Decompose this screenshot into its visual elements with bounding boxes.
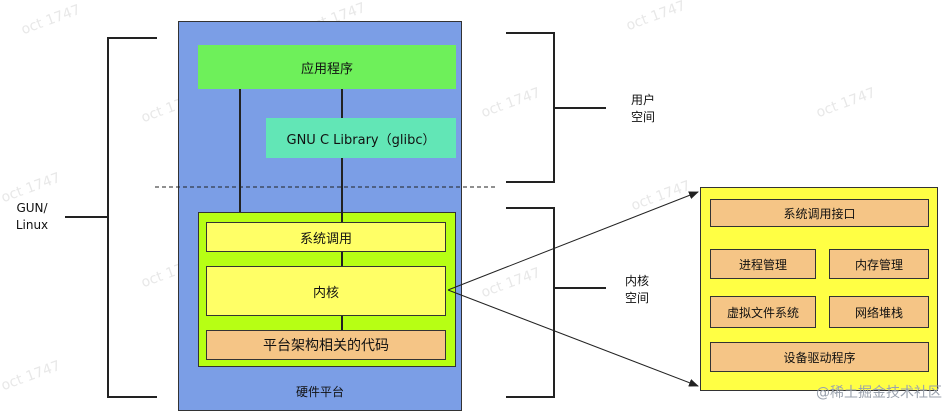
application-box: 应用程序 xyxy=(198,45,456,89)
detail-device-drivers: 设备驱动程序 xyxy=(710,342,929,372)
kernel-box: 内核 xyxy=(206,266,446,316)
user-space-label: 用户 空间 xyxy=(618,92,668,126)
arch-code-box: 平台架构相关的代码 xyxy=(206,330,446,360)
syscall-box: 系统调用 xyxy=(206,222,446,252)
brand-watermark: @稀土掘金技术社区 xyxy=(816,385,942,401)
kernel-space-label: 内核 空间 xyxy=(612,273,662,307)
detail-syscall-interface: 系统调用接口 xyxy=(710,199,929,227)
detail-virtual-file-system: 虚拟文件系统 xyxy=(710,296,816,328)
zoom-arrow-bottom xyxy=(447,289,699,387)
gnu-linux-label-line1: GUN/ xyxy=(16,201,48,215)
glibc-box: GNU C Library（glibc） xyxy=(266,118,456,158)
zoom-arrow-top xyxy=(447,191,699,291)
detail-network-stack: 网络堆栈 xyxy=(829,296,929,328)
gnu-linux-label: GUN/ Linux xyxy=(0,200,64,234)
detail-memory-management: 内存管理 xyxy=(829,249,929,279)
hardware-platform-label: 硬件平台 xyxy=(295,384,344,399)
user-space-bracket xyxy=(506,32,606,183)
kernel-space-bracket xyxy=(506,207,606,398)
gnu-linux-bracket xyxy=(65,37,157,398)
kernel-space-label-line1: 内核 xyxy=(624,274,649,288)
gnu-linux-label-line2: Linux xyxy=(15,218,49,232)
user-space-label-line2: 空间 xyxy=(630,110,655,124)
kernel-space-label-line2: 空间 xyxy=(624,291,649,305)
detail-process-management: 进程管理 xyxy=(710,249,816,279)
user-space-label-line1: 用户 xyxy=(630,93,655,107)
